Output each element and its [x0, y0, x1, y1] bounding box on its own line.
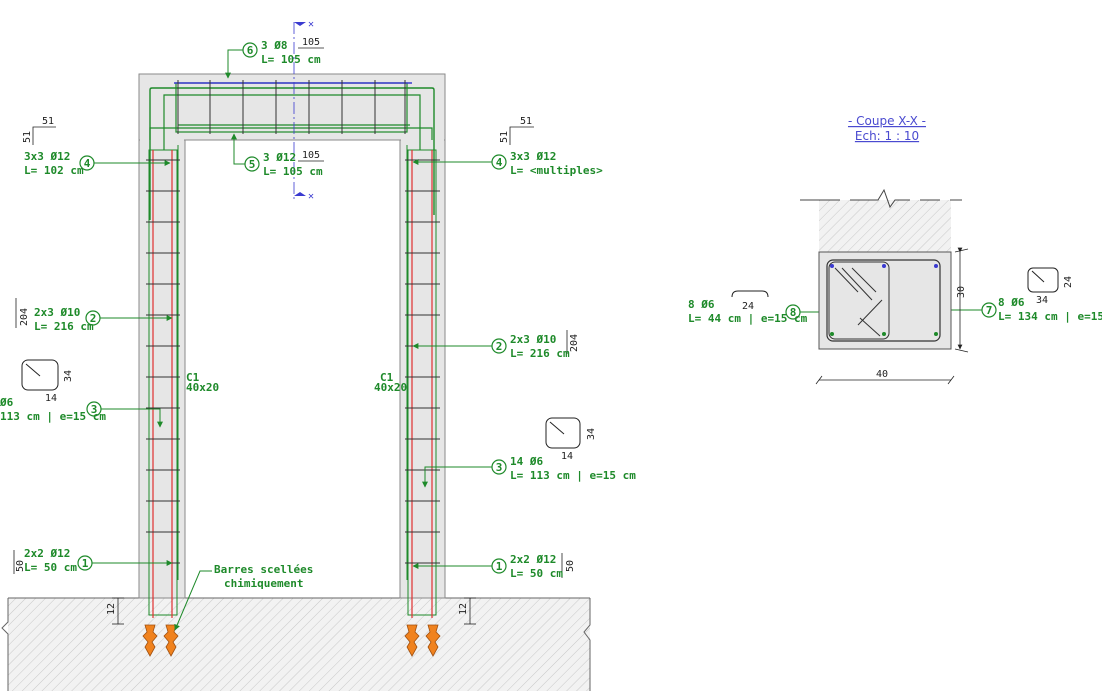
pos7-label: 8 Ø6 — [998, 296, 1025, 309]
section-view — [800, 188, 969, 385]
right-corner-bars-length: L= <multiples> — [510, 164, 603, 177]
callout-8-num: 8 — [790, 306, 797, 319]
right-starter-bars-length: L= 50 cm — [510, 567, 563, 580]
callout-5-num: 5 — [249, 158, 256, 171]
anchors-label-line2: chimiquement — [224, 577, 303, 590]
right-stirrups-label: 14 Ø6 — [510, 455, 543, 468]
right-corner-dim-h: 51 — [520, 116, 532, 127]
right-main-bars-label: 2x3 Ø10 — [510, 333, 556, 346]
pos7-dim-h: 24 — [1063, 276, 1074, 288]
callout-4-right-num: 4 — [496, 156, 503, 169]
beam-bottom-bars-label: 3 Ø12 — [263, 151, 296, 164]
callout-1-right-num: 1 — [496, 560, 503, 573]
embed-depth-right: 12 — [458, 603, 469, 615]
left-starter-bars-label: 2x2 Ø12 — [24, 547, 70, 560]
left-starter-bars-length: L= 50 cm — [24, 561, 77, 574]
left-corner-bars-length: L= 102 cm — [24, 164, 84, 177]
right-starter-dim: 50 — [565, 560, 576, 572]
beam-top-bars-length: L= 105 cm — [261, 53, 321, 66]
left-column-id: C1 — [186, 371, 200, 384]
left-corner-dim-h: 51 — [42, 116, 54, 127]
left-stirrups-label: Ø6 — [0, 396, 14, 409]
callout-1-left-num: 1 — [82, 557, 89, 570]
pos7-dim-w: 34 — [1036, 295, 1048, 306]
beam-bottom-bars-dim: 105 — [302, 150, 320, 161]
callout-7-num: 7 — [986, 304, 993, 317]
callout-2-left-num: 2 — [90, 312, 97, 325]
left-corner-dim-v: 51 — [22, 131, 33, 143]
embed-depth-left: 12 — [106, 603, 117, 615]
pos8-label: 8 Ø6 — [688, 298, 715, 311]
right-stirrups-length: L= 113 cm | e=15 cm — [510, 469, 636, 482]
right-column-id: C1 — [380, 371, 394, 384]
beam-bottom-bars-length: L= 105 cm — [263, 165, 323, 178]
left-main-bars-length: L= 216 cm — [34, 320, 94, 333]
left-main-dim: 204 — [19, 308, 30, 326]
beam-rebar — [149, 80, 435, 220]
pos8-length: L= 44 cm | e=15 cm — [688, 312, 808, 325]
right-starter-bars-label: 2x2 Ø12 — [510, 553, 556, 566]
right-corner-bars-label: 3x3 Ø12 — [510, 150, 556, 163]
right-column-size: 40x20 — [374, 381, 407, 394]
anchors-label-line1: Barres scellées — [214, 563, 313, 576]
right-stirrup-dim-w: 14 — [561, 451, 573, 462]
right-main-bars-length: L= 216 cm — [510, 347, 570, 360]
left-corner-bars-label: 3x3 Ø12 — [24, 150, 70, 163]
pos8-dim: 24 — [742, 301, 754, 312]
section-height-dim: 30 — [956, 286, 967, 298]
beam-top-bars-label: 3 Ø8 — [261, 39, 288, 52]
callout-6-num: 6 — [247, 44, 254, 57]
ground — [1, 597, 591, 691]
right-main-dim: 204 — [569, 334, 580, 352]
section-title: - Coupe X-X - — [848, 114, 926, 128]
svg-text:✕: ✕ — [308, 191, 314, 202]
callout-3-right-num: 3 — [496, 461, 503, 474]
left-stirrups-length: 113 cm | e=15 cm — [0, 410, 106, 423]
embed-dims — [112, 597, 476, 625]
right-corner-dim-v: 51 — [499, 131, 510, 143]
right-stirrup-dim-h: 34 — [586, 428, 597, 440]
beam-top-bars-dim: 105 — [302, 37, 320, 48]
callout-2-right-num: 2 — [496, 340, 503, 353]
left-stirrup-dim-h: 34 — [63, 370, 74, 382]
right-column-rebar — [405, 145, 440, 618]
svg-text:✕: ✕ — [308, 19, 314, 30]
left-main-bars-label: 2x3 Ø10 — [34, 306, 80, 319]
callout-4-left-num: 4 — [84, 157, 91, 170]
callout-3-left-num: 3 — [91, 403, 98, 416]
left-column-size: 40x20 — [186, 381, 219, 394]
section-width-dim: 40 — [876, 369, 888, 380]
pos7-length: L= 134 cm | e=15 cm — [998, 310, 1102, 323]
cut-line-x: ✕ ✕ — [293, 19, 314, 202]
left-stirrup-dim-w: 14 — [45, 393, 57, 404]
section-scale: Ech: 1 : 10 — [855, 129, 919, 143]
chemical-anchors — [142, 624, 441, 657]
left-starter-dim: 50 — [15, 560, 26, 572]
